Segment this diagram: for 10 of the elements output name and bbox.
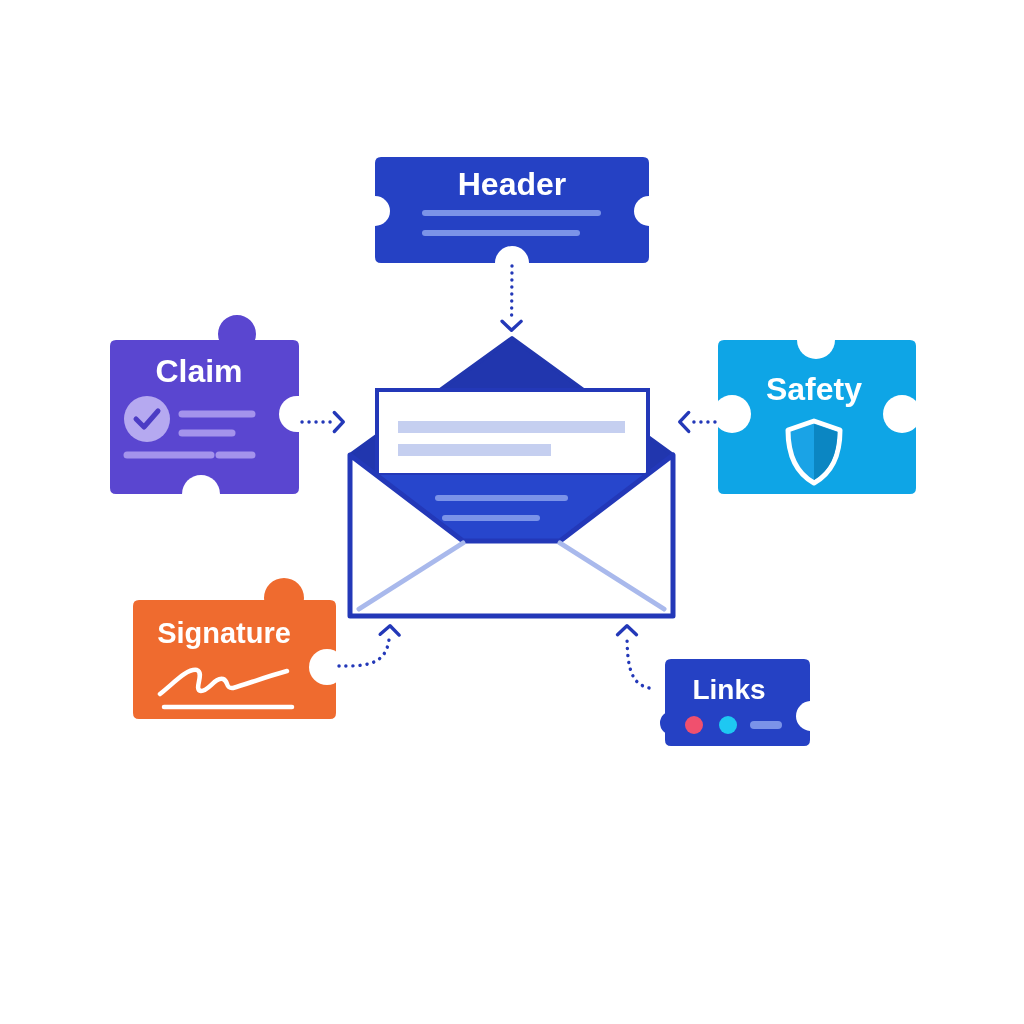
piece-title: Safety <box>766 372 862 408</box>
dotted-arrow <box>337 622 401 668</box>
dotted-arrow <box>300 410 347 434</box>
piece-title: Signature <box>157 618 291 650</box>
piece-title: Claim <box>155 354 243 390</box>
piece-title: Header <box>457 167 567 203</box>
dotted-arrow <box>615 622 651 690</box>
dotted-arrow <box>500 264 523 334</box>
piece-title: Links <box>692 674 766 706</box>
dotted-arrow <box>676 410 717 434</box>
